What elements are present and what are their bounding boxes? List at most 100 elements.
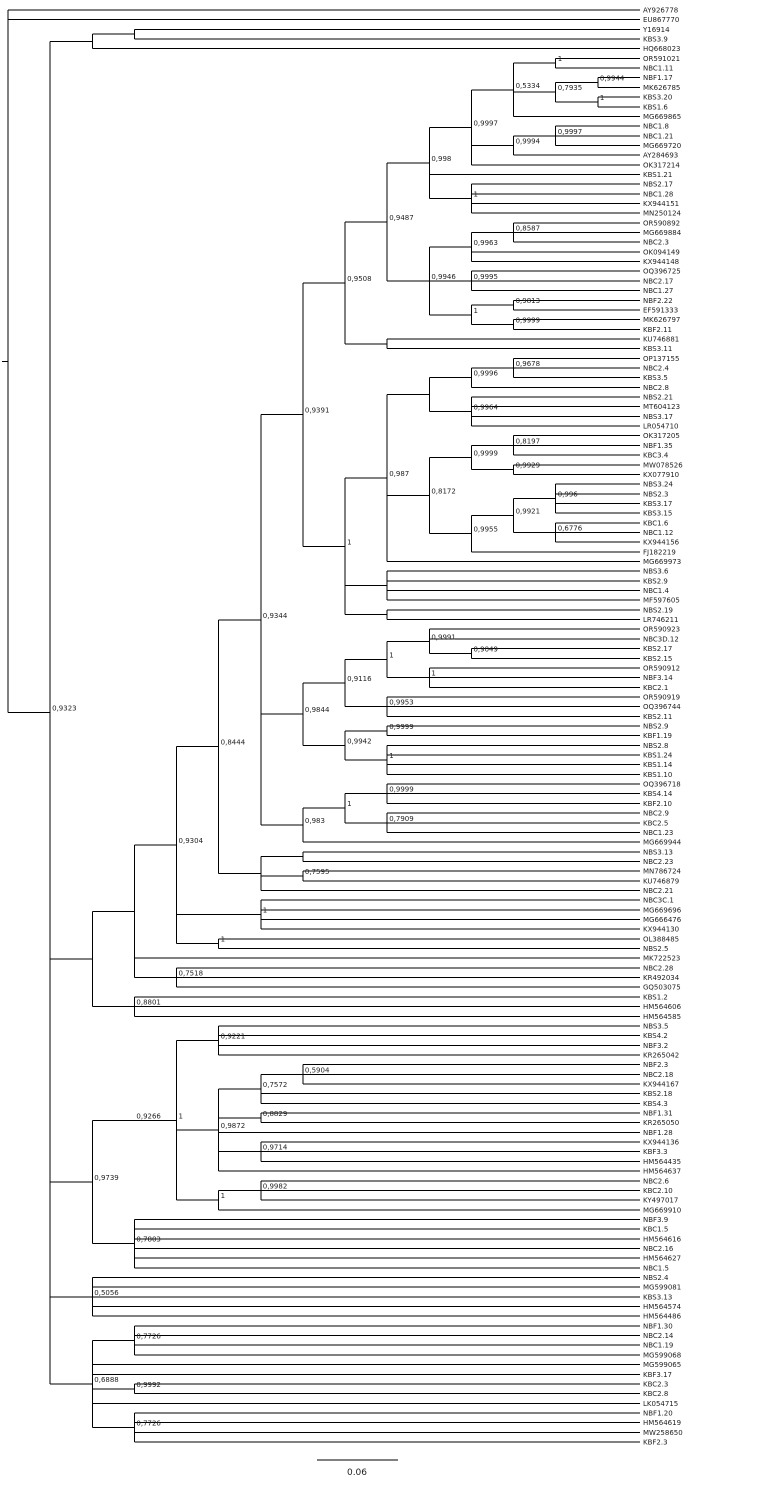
tip-label: OR590892 <box>643 219 680 227</box>
tip-label: KX944167 <box>643 1081 679 1089</box>
support-value: 0,9944 <box>600 75 625 83</box>
support-value: 0,9304 <box>179 837 204 845</box>
tip-label: KBS4.14 <box>643 790 673 798</box>
tip-label: NBC3D.12 <box>643 635 679 643</box>
support-value: 0,9942 <box>347 737 372 745</box>
tip-label: NBC1.21 <box>643 132 673 140</box>
tip-label: NBS2.8 <box>643 742 669 750</box>
tip-label: NBC1.19 <box>643 1342 673 1350</box>
tip-label: MG669720 <box>643 142 681 150</box>
support-value: 1 <box>221 1192 225 1200</box>
support-value: 0,9999 <box>516 316 541 324</box>
support-value: 1 <box>473 191 477 199</box>
tip-label: MF597605 <box>643 597 680 605</box>
tip-label: NBC2.3 <box>643 239 669 247</box>
support-value: 0,7726 <box>136 1332 161 1340</box>
tip-label: MN786724 <box>643 868 682 876</box>
tip-label: KBS3.15 <box>643 510 672 518</box>
tip-label: OP137155 <box>643 355 679 363</box>
tip-label: NBF1.31 <box>643 1110 673 1118</box>
tip-label: HM564574 <box>643 1303 682 1311</box>
tip-label: NBS2.4 <box>643 1274 669 1282</box>
support-value: 0,9994 <box>516 137 541 145</box>
tip-label: NBC2.21 <box>643 887 673 895</box>
tip-label: NBC2.9 <box>643 810 669 818</box>
tip-label: MG669944 <box>643 839 682 847</box>
tip-label: NBC1.8 <box>643 123 669 131</box>
tip-label: HQ668023 <box>643 45 681 53</box>
tip-label: NBF3.14 <box>643 674 673 682</box>
support-value: 0,9946 <box>431 273 456 281</box>
support-value: 1 <box>179 1112 183 1120</box>
tip-label: NBS3.5 <box>643 1022 669 1030</box>
tip-label: KBC1.6 <box>643 519 669 527</box>
tip-label: KBS1.21 <box>643 171 672 179</box>
tip-label: KBC3.4 <box>643 452 669 460</box>
tip-label: NBC2.18 <box>643 1071 673 1079</box>
tip-label: NBS2.17 <box>643 181 673 189</box>
support-value: 0,9963 <box>473 239 498 247</box>
tip-label: KBC2.8 <box>643 1390 668 1398</box>
support-value: 0,9844 <box>305 706 330 714</box>
support-value: 0,5334 <box>516 82 541 90</box>
support-value: 0,7726 <box>136 1419 161 1427</box>
tip-label: NBF2.3 <box>643 1061 668 1069</box>
tip-label: MG599081 <box>643 1284 681 1292</box>
support-value: 0,996 <box>558 491 579 499</box>
tip-label: KR265042 <box>643 1051 679 1059</box>
tip-label: MN250124 <box>643 210 682 218</box>
support-value: 0,8801 <box>136 999 161 1007</box>
support-value: 0,6776 <box>558 524 583 532</box>
tip-label: NBF1.20 <box>643 1409 673 1417</box>
support-value: 0,9921 <box>516 508 541 516</box>
tip-label: KBS4.3 <box>643 1100 668 1108</box>
tip-label: AY926778 <box>643 7 678 15</box>
support-value: 0,9999 <box>389 786 414 794</box>
tip-label: KBF2.11 <box>643 326 672 334</box>
tip-label: KBS1.10 <box>643 771 672 779</box>
tip-label: EU867770 <box>643 16 679 24</box>
support-value: 1 <box>347 538 351 546</box>
support-value: 0,9995 <box>473 273 498 281</box>
tip-label: KBF1.19 <box>643 732 672 740</box>
tree-branches <box>2 9 640 1443</box>
support-value: 1 <box>600 94 604 102</box>
tip-label: HM564606 <box>643 1003 682 1011</box>
support-value: 1 <box>431 670 435 678</box>
tip-label: LR746211 <box>643 616 679 624</box>
support-value: 0,9999 <box>389 723 414 731</box>
support-value: 0,9344 <box>263 612 288 620</box>
tip-label: KBC1.5 <box>643 1226 668 1234</box>
support-value: 1 <box>558 55 562 63</box>
support-value: 0,983 <box>305 817 325 825</box>
tip-label: NBS3.17 <box>643 413 673 421</box>
tip-label: KX944151 <box>643 200 679 208</box>
tip-label: KX944156 <box>643 539 680 547</box>
tip-label: KBS3.11 <box>643 345 672 353</box>
tip-label: KBS4.2 <box>643 1032 668 1040</box>
tip-label: NBF3.9 <box>643 1216 668 1224</box>
support-value: 0,9739 <box>94 1174 119 1182</box>
support-value: 0,6888 <box>94 1376 119 1384</box>
support-value: 0,7909 <box>389 815 414 823</box>
tip-label: MT604123 <box>643 403 680 411</box>
tip-label: KX944136 <box>643 1139 680 1147</box>
support-value: 0,8172 <box>431 488 456 496</box>
tip-label: KBF3.3 <box>643 1148 668 1156</box>
tip-label: NBF2.22 <box>643 297 673 305</box>
tip-label: NBC2.28 <box>643 964 673 972</box>
tip-label: KBC2.10 <box>643 1187 673 1195</box>
tip-label: KBC2.5 <box>643 819 668 827</box>
support-value: 0,9266 <box>136 1112 161 1120</box>
tip-label: KBS2.15 <box>643 655 672 663</box>
tip-label: MK722523 <box>643 955 680 963</box>
support-value: 0,8197 <box>516 437 541 445</box>
tip-label: HM564619 <box>643 1419 681 1427</box>
tip-label: OK317214 <box>643 161 680 169</box>
support-value: 0,9508 <box>347 275 372 283</box>
tip-label: LR054710 <box>643 423 679 431</box>
tip-label: MW078526 <box>643 461 683 469</box>
tip-label: GQ503075 <box>643 984 681 992</box>
support-value: 0,7803 <box>136 1236 161 1244</box>
tip-label: KBS3.9 <box>643 36 668 44</box>
